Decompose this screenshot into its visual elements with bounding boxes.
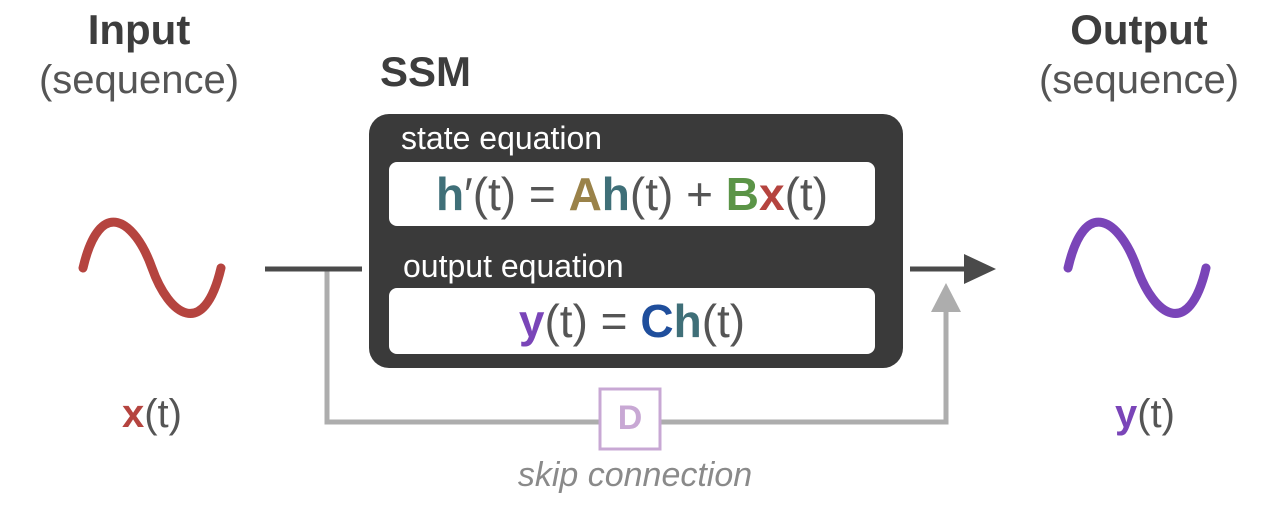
input-subtitle: (sequence) [38, 58, 240, 102]
ssm-title: SSM [380, 48, 472, 95]
eq-B: B [725, 168, 759, 220]
output-title: Output [1070, 6, 1208, 53]
output-variable-label: y(t) [1085, 392, 1205, 437]
output-arrowhead [964, 254, 996, 284]
input-var-x: x [121, 392, 145, 436]
eq-prime-t: ′(t) [464, 168, 517, 220]
input-var-arg: (t) [144, 392, 182, 436]
eq-t2: (t) [629, 168, 674, 220]
eq-plus: + [673, 168, 726, 220]
eq-out-equals: = [587, 295, 641, 347]
input-variable-label: x(t) [92, 392, 212, 437]
eq-h2: h [601, 168, 630, 220]
output-subtitle: (sequence) [1038, 58, 1240, 102]
eq-out-t2: (t) [701, 295, 746, 347]
output-equation-label: output equation [403, 248, 624, 284]
skip-connection-label: skip connection [517, 456, 753, 494]
output-wave-icon [1063, 217, 1211, 318]
eq-y: y [518, 295, 545, 347]
eq-t3: (t) [784, 168, 829, 220]
eq-h: h [435, 168, 465, 220]
eq-out-t: (t) [544, 295, 588, 347]
eq-C: C [640, 295, 674, 347]
eq-A: A [568, 168, 602, 220]
state-equation-label: state equation [401, 120, 603, 156]
eq-equals: = [516, 168, 569, 220]
eq-out-h: h [673, 295, 702, 347]
input-wave-icon [78, 217, 226, 318]
skip-arrowhead [931, 283, 961, 312]
output-var-arg: (t) [1137, 392, 1175, 436]
output-var-y: y [1114, 392, 1138, 436]
eq-x: x [759, 168, 785, 220]
d-matrix-label: D [617, 399, 643, 437]
d-matrix-box [598, 387, 662, 451]
input-title: Input [87, 6, 191, 53]
